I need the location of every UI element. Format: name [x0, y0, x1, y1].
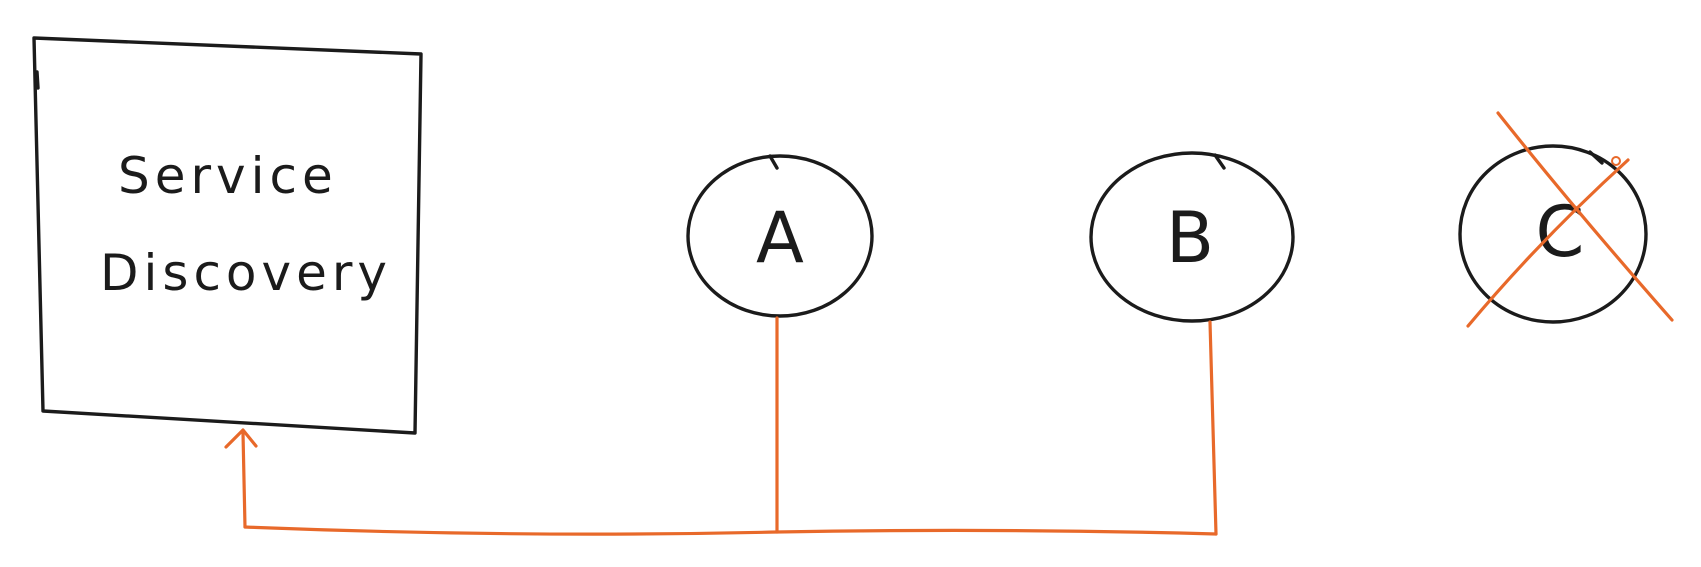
node-b-circle-tick: [1213, 153, 1226, 170]
node-b: B: [1089, 151, 1295, 323]
node-c: C: [1458, 111, 1674, 328]
cross-out-stroke-2: [1466, 158, 1630, 328]
node-c-label: C: [1536, 191, 1585, 273]
node-c-circle: [1458, 144, 1648, 324]
registration-connector: [224, 316, 1218, 536]
service-discovery-box: Service Discovery: [32, 36, 423, 435]
connector-arrowhead: [224, 428, 258, 449]
node-a-circle-tick: [768, 154, 779, 170]
connector-bus: [243, 525, 1218, 536]
connector-from-b: [1208, 320, 1218, 536]
node-b-circle: [1089, 151, 1295, 323]
node-a-label: A: [756, 197, 804, 279]
node-a: A: [686, 154, 874, 318]
box-label-line1: Service: [118, 147, 338, 205]
node-b-label: B: [1166, 197, 1214, 279]
node-a-circle: [686, 154, 874, 318]
node-c-cross-out: [1466, 111, 1674, 328]
box-corner-tick: [35, 70, 40, 90]
node-c-circle-tick: [1588, 150, 1604, 165]
service-discovery-box-outline: [32, 36, 423, 435]
box-label-line2: Discovery: [100, 244, 392, 302]
cross-out-dot: [1611, 156, 1621, 166]
connector-to-box: [241, 431, 247, 529]
cross-out-stroke-1: [1496, 111, 1674, 322]
